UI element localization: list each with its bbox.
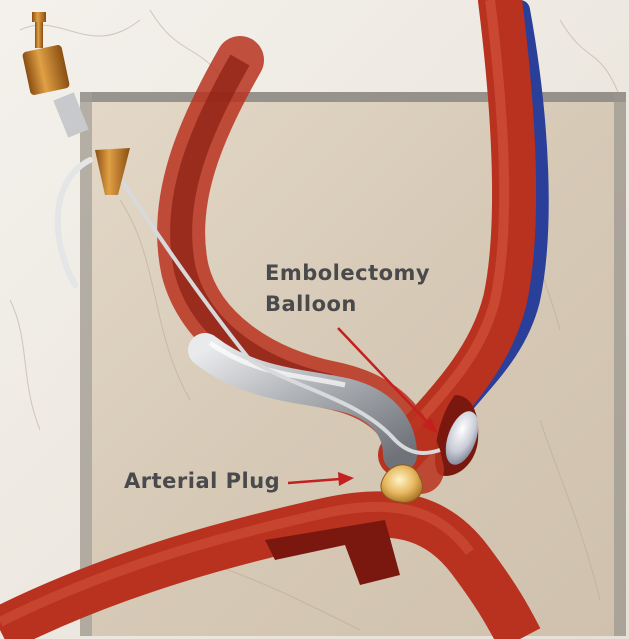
panel-left-edge	[80, 92, 92, 636]
embolectomy-balloon-label-line1: Embolectomy	[265, 258, 430, 289]
embolectomy-balloon-label-line2: Balloon	[265, 289, 430, 320]
arterial-plug-label: Arterial Plug	[124, 469, 280, 493]
panel-right-edge	[614, 92, 626, 636]
panel-top-edge	[80, 92, 626, 102]
embolectomy-balloon-label: Embolectomy Balloon	[265, 258, 430, 320]
